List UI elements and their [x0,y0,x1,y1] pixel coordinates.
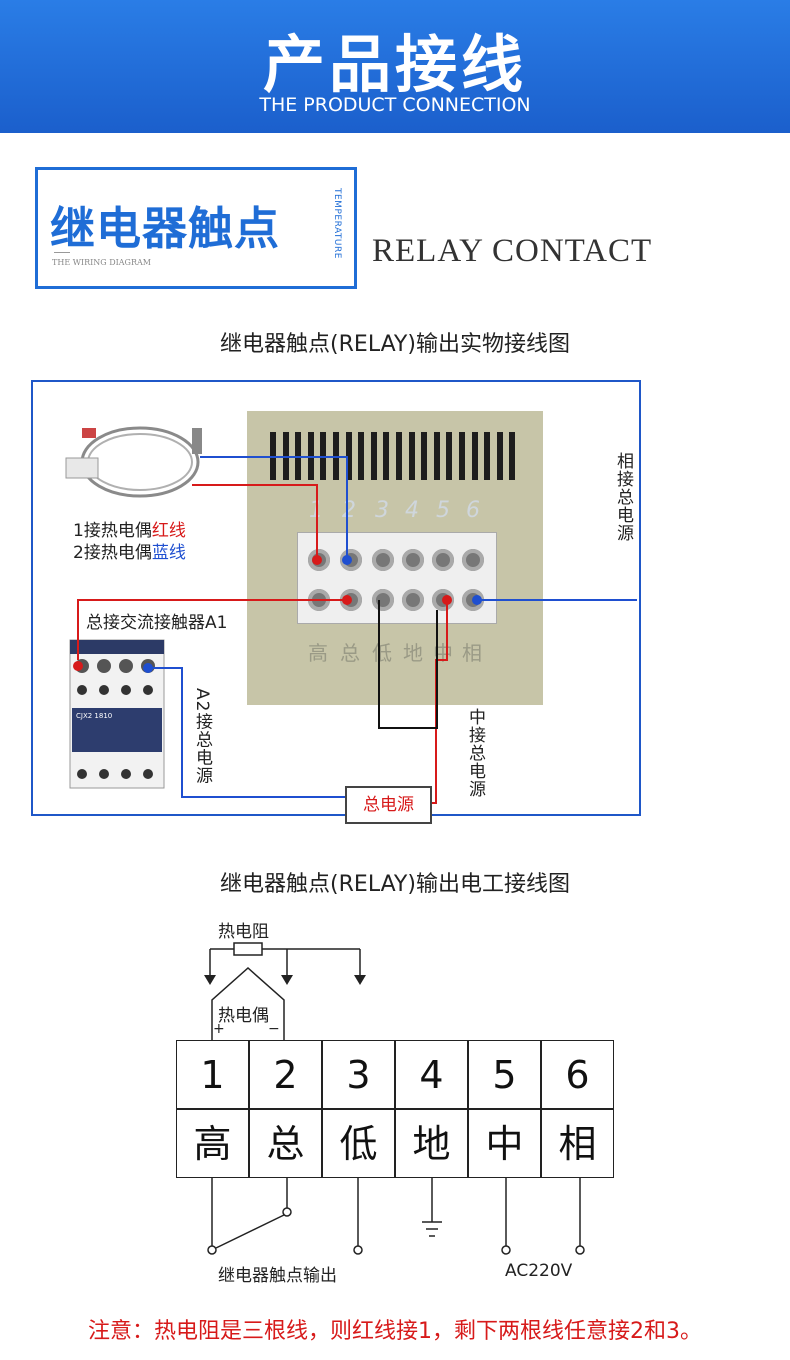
rtd-label: 热电阻 [218,922,269,942]
vent-slot [471,432,478,480]
terminal-screw [462,549,484,571]
schematic-label-cell: 相 [541,1109,614,1178]
terminal-screw [402,549,424,571]
vent-slot [509,432,516,480]
schematic-number-cell: 6 [541,1040,614,1109]
schematic-number-cell: 3 [322,1040,395,1109]
thermocouple-probe-image [65,426,202,498]
wiring-note: 注意：热电阻是三根线，则红线接1，剩下两根线任意接2和3。 [88,1319,702,1344]
neutral-power-label: 中接总电源 [465,708,485,798]
thermocouple-line2-prefix: 2接热电偶 [73,543,152,563]
vent-slot [358,432,365,480]
panel-terminal-label: 高 [308,641,328,665]
vent-slot [459,432,465,480]
terminal-number: 4 [405,498,419,523]
vent-slot [408,432,415,480]
section-label-en: RELAY CONTACT [372,233,653,269]
schematic-terminal-table: 1 2 3 4 5 6 高 总 低 地 中 相 [176,1040,616,1178]
terminal-number: 2 [342,498,356,523]
vent-slot [345,432,352,480]
schematic-number-cell: 1 [176,1040,249,1109]
thermocouple-line1-prefix: 1接热电偶 [73,521,152,541]
terminal-screw [402,589,424,611]
panel-terminal-label: 低 [372,641,392,665]
schematic-title: 继电器触点(RELAY)输出电工接线图 [220,872,570,897]
schematic-number-cell: 2 [249,1040,322,1109]
terminal-number: 6 [466,498,480,523]
thermocouple-line1: 1接热电偶红线 [73,516,186,541]
panel-terminal-label: 总 [340,641,360,665]
blue-wire-label: 蓝线 [151,543,186,563]
a2-power-label: A2接总电源 [192,688,212,785]
vent-slot [383,432,390,480]
phase-power-label: 相接总电源 [613,452,633,542]
terminal-number: 3 [375,498,389,523]
vent-slot [446,432,453,480]
ac220v-label: AC220V [505,1261,573,1281]
thermocouple-line2: 2接热电偶蓝线 [73,538,186,563]
main-power-box: 总电源 [345,786,432,824]
section-label-box: 继电器触点 THE WIRING DIAGRAM TEMPERATURE [35,167,357,289]
terminal-screw [432,549,454,571]
schematic-label-cell: 地 [395,1109,468,1178]
vent-slot [433,432,440,480]
section-label-divider [54,252,70,253]
vent-slot [496,432,503,480]
panel-terminal-label: 相 [462,641,482,665]
vent-slot [421,432,428,480]
terminal-screw [372,549,394,571]
section-label-cn: 继电器触点 [50,202,281,255]
section-label-vertical: TEMPERATURE [332,188,342,259]
section-label-small: THE WIRING DIAGRAM [52,258,151,267]
schematic-label-cell: 总 [249,1109,322,1178]
plus-sign: + [213,1021,225,1037]
page-subtitle: THE PRODUCT CONNECTION [259,94,531,116]
schematic-number-cell: 4 [395,1040,468,1109]
schematic-label-cell: 低 [322,1109,395,1178]
relay-output-label: 继电器触点输出 [218,1266,337,1286]
panel-terminal-label: 地 [403,641,423,665]
contactor-model: CJX2 1810 [76,712,113,720]
page-header [0,0,790,133]
red-wire-label: 红线 [151,521,186,541]
photo-diagram-frame [31,380,641,816]
minus-sign: − [268,1021,280,1037]
vent-slot [484,432,491,480]
vent-slot [370,432,377,480]
terminal-number: 5 [436,498,450,523]
terminal-screw [372,589,394,611]
thermocouple-label: 热电偶 [218,1006,269,1026]
schematic-number-cell: 5 [468,1040,541,1109]
page-title: 产品接线 [262,28,527,101]
schematic-label-cell: 高 [176,1109,249,1178]
terminal-block [297,532,497,624]
photo-diagram-title: 继电器触点(RELAY)输出实物接线图 [220,332,570,357]
schematic-label-cell: 中 [468,1109,541,1178]
vent-slot [396,432,402,480]
contactor-a1-label: 总接交流接触器A1 [86,613,228,633]
